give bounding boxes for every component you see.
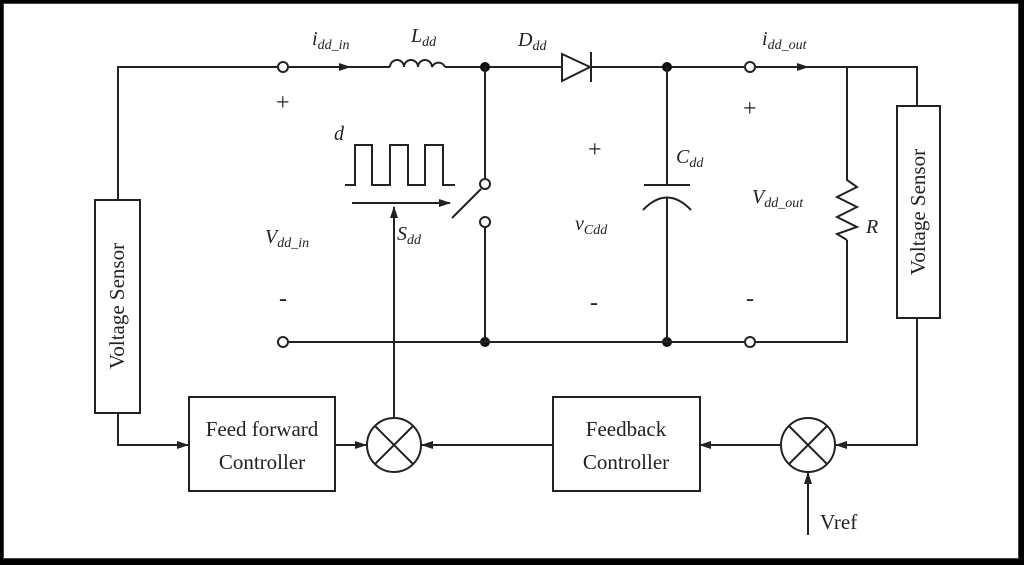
inductor [389, 59, 446, 68]
terminals [277, 61, 756, 348]
multiplier-icon [366, 417, 422, 473]
label-duty: d [334, 123, 345, 145]
switch [451, 67, 491, 342]
label-inductor: Ldd [410, 25, 437, 50]
diode [561, 52, 593, 83]
right-voltage-sensor: Voltage Sensor [896, 105, 941, 319]
feedforward-input-wire [117, 413, 189, 449]
pwm-waveform-icon [345, 144, 455, 186]
capacitor [642, 67, 692, 342]
minus-sign: - [279, 286, 287, 312]
diagram-frame [3, 3, 1019, 559]
top-wire [117, 63, 918, 200]
label-i-in: idd_in [312, 28, 349, 53]
svg-text:Voltage Sensor: Voltage Sensor [105, 243, 129, 369]
label-switch: Sdd [397, 223, 422, 248]
resistor [834, 67, 860, 241]
plus-sign: + [276, 90, 290, 116]
label-vref: Vref [820, 510, 857, 534]
svg-text:Voltage Sensor: Voltage Sensor [906, 149, 930, 275]
label-i-out: idd_out [762, 28, 808, 53]
label-v-cap: vCdd [575, 213, 608, 238]
svg-text:Controller: Controller [583, 450, 669, 474]
label-diode: Ddd [517, 29, 547, 54]
summing-junction-icon [780, 417, 836, 473]
left-voltage-sensor: Voltage Sensor [94, 199, 141, 414]
feedforward-controller: Feed forward Controller [188, 396, 336, 492]
feedback-controller: Feedback Controller [552, 396, 701, 492]
bottom-wire [289, 240, 848, 343]
plus-sign: + [743, 96, 757, 122]
svg-text:Controller: Controller [219, 450, 305, 474]
minus-sign: - [590, 290, 598, 316]
sensor-feedback-wire [835, 318, 918, 449]
minus-sign: - [746, 286, 754, 312]
label-v-in: Vdd_in [265, 226, 309, 251]
svg-text:Feed forward: Feed forward [206, 417, 319, 441]
label-capacitor: Cdd [676, 146, 704, 171]
label-v-out: Vdd_out [752, 186, 804, 211]
label-resistor: R [865, 216, 878, 238]
svg-text:Feedback: Feedback [586, 417, 667, 441]
plus-sign: + [588, 137, 602, 163]
